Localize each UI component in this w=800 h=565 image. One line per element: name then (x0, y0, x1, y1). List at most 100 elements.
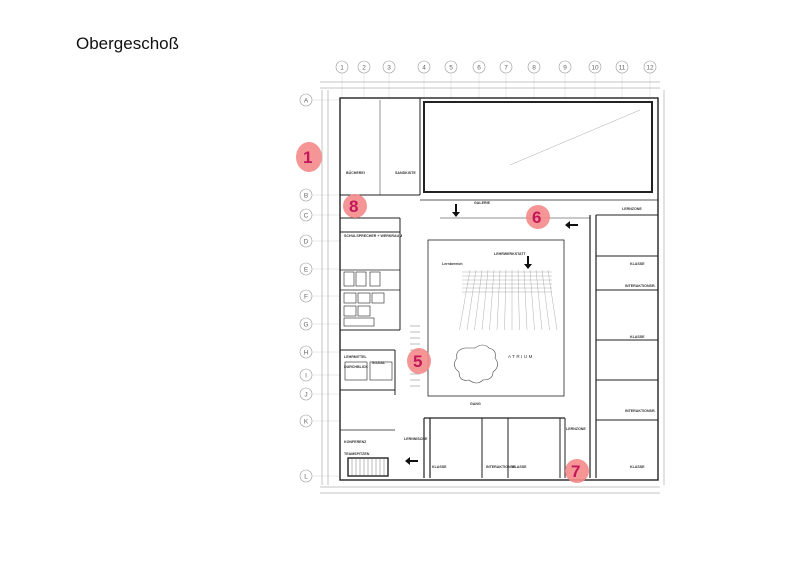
room-schulsprecher: SCHULSPRECHER + WERKRAUM (344, 234, 402, 238)
svg-text:8: 8 (532, 65, 536, 72)
svg-text:11: 11 (619, 65, 626, 72)
svg-text:1: 1 (340, 65, 344, 72)
direction-arrows (405, 204, 578, 465)
markers: 1 8 6 5 7 (296, 142, 589, 483)
atrium-tree (454, 344, 498, 384)
svg-text:9: 9 (563, 65, 567, 72)
room-lernzone-top: LERNZONE (622, 207, 642, 211)
dimension-lines (320, 81, 665, 494)
room-gang: GANG (470, 402, 481, 406)
grid-row-G: G (299, 317, 340, 331)
grid-row-A: A (299, 93, 340, 107)
grid-column-4: 4 (417, 60, 431, 98)
room-klasse-2: KLASSE (630, 335, 645, 339)
room-klasse-4: KLASSE (512, 465, 527, 469)
svg-text:I: I (305, 372, 307, 379)
grid-column-6: 6 (472, 60, 486, 98)
svg-text:5: 5 (449, 65, 453, 72)
grid-column-10: 10 (588, 60, 602, 98)
svg-text:L: L (304, 473, 308, 480)
page-title: Obergeschoß (76, 34, 179, 53)
room-interaktionsr-2: INTERAKTIONSR. (625, 409, 656, 413)
svg-text:3: 3 (387, 65, 391, 72)
atrium-step-line (481, 269, 489, 331)
room-lernzone-bottom: LERNZONE (566, 427, 586, 431)
room-teamspitzen: TEAMSPITZEN (344, 452, 370, 456)
grid-column-12: 12 (643, 60, 657, 98)
room-sandkiste: SANDKISTE (395, 171, 416, 175)
svg-text:B: B (304, 192, 308, 199)
svg-text:K: K (304, 418, 309, 425)
room-durchblick: DURCHBLICK (344, 365, 368, 369)
grid-row-H: H (299, 345, 340, 359)
svg-text:H: H (304, 349, 309, 356)
grid-row-K: K (299, 414, 340, 428)
atrium-step-line (474, 269, 483, 331)
room-atrium: ATRIUM (508, 354, 534, 359)
atrium-step-line (535, 269, 543, 331)
svg-text:12: 12 (646, 65, 654, 72)
marker-8[interactable]: 8 (343, 194, 367, 218)
grid-row-J: J (299, 387, 340, 401)
grid-row-B: B (299, 188, 340, 202)
grid-row-I: I (299, 368, 340, 382)
svg-text:7: 7 (504, 65, 508, 72)
room-klasse-3: KLASSE (432, 465, 447, 469)
atrium-step-line (496, 269, 501, 331)
grid-row-C: C (299, 208, 340, 222)
svg-text:E: E (304, 266, 309, 273)
grid-column-1: 1 (335, 60, 349, 98)
svg-text:2: 2 (362, 65, 366, 72)
grid-column-7: 7 (499, 60, 513, 98)
atrium-step-line (529, 269, 535, 331)
atrium-step-line (541, 269, 550, 331)
atrium-step-line (489, 269, 495, 331)
svg-text:7: 7 (571, 462, 580, 481)
svg-text:C: C (304, 212, 309, 219)
svg-text:F: F (304, 293, 308, 300)
room-interaktionsr-1: INTERAKTIONSR. (625, 284, 656, 288)
atrium-step-line (547, 269, 558, 331)
marker-1[interactable]: 1 (296, 142, 322, 172)
room-lehrwerkstatt: LEHRWERKSTATT (494, 252, 527, 256)
svg-text:1: 1 (303, 148, 312, 167)
grid-column-9: 9 (558, 60, 572, 98)
roof-diagonal (509, 109, 641, 166)
grid-row-D: D (299, 234, 340, 248)
room-labels: BÜCHEREI SANDKISTE GALERIE LERNZONE SCHU… (344, 170, 656, 469)
atrium-step-line (504, 269, 507, 331)
svg-text:G: G (303, 321, 308, 328)
atrium-steps (459, 269, 558, 331)
grid-column-2: 2 (357, 60, 371, 98)
grid-column-8: 8 (527, 60, 541, 98)
svg-text:4: 4 (422, 65, 426, 72)
marker-7[interactable]: 7 (565, 459, 589, 483)
room-buecherei: BÜCHEREI (346, 170, 365, 175)
room-interaktionsr-3: INTERAKTIONSR. (486, 465, 517, 469)
room-klasse-5: KLASSE (630, 465, 645, 469)
grid-row-E: E (299, 262, 340, 276)
svg-text:6: 6 (532, 208, 541, 227)
svg-text:8: 8 (349, 197, 358, 216)
atrium-step-line (517, 269, 520, 331)
svg-text:6: 6 (477, 65, 481, 72)
svg-text:5: 5 (413, 352, 422, 371)
svg-text:D: D (304, 238, 309, 245)
marker-5[interactable]: 5 (407, 348, 431, 374)
svg-text:10: 10 (591, 65, 599, 72)
svg-text:A: A (304, 97, 309, 104)
room-klasse-1: KLASSE (630, 262, 645, 266)
grid-rows: A B C D E F G H I J K L (299, 93, 340, 483)
room-lernnische: LERNNISCHE (404, 437, 428, 441)
atrium-step-line (523, 269, 528, 331)
room-galerie: GALERIE (474, 201, 491, 205)
grid-row-F: F (299, 289, 340, 303)
grid-column-3: 3 (382, 60, 396, 98)
marker-6[interactable]: 6 (526, 205, 550, 229)
grid-column-5: 5 (444, 60, 458, 98)
room-lehrmittel: LEHRMITTEL (344, 355, 368, 359)
grid-column-11: 11 (615, 60, 629, 98)
svg-text:J: J (304, 391, 307, 398)
